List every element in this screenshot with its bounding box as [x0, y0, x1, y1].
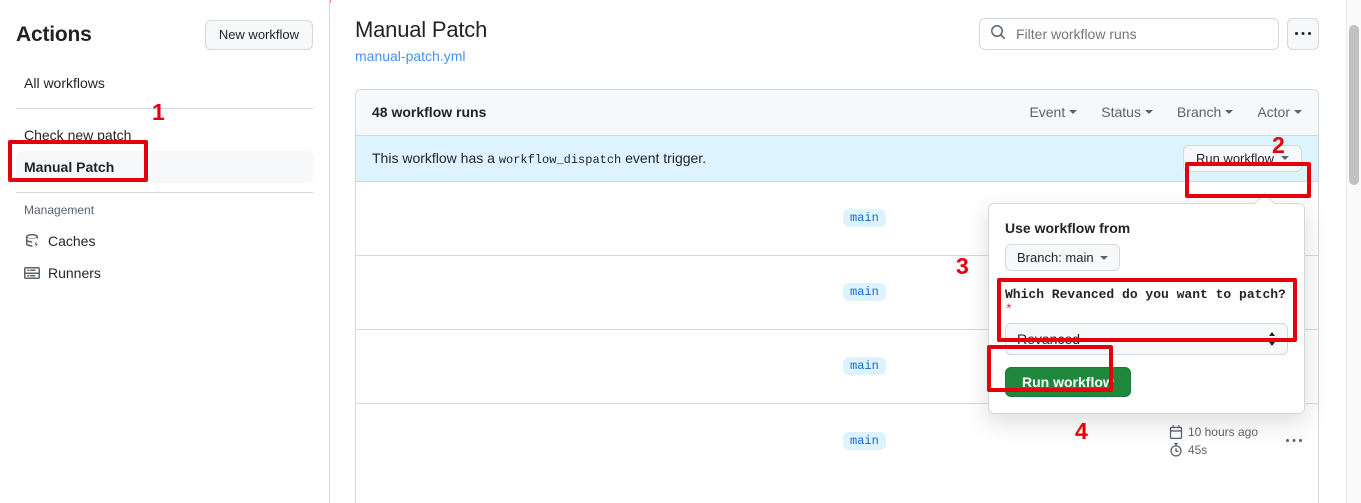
- filter-event[interactable]: Event: [1029, 104, 1078, 121]
- search-icon: [990, 24, 1006, 45]
- sidebar-section-management: Management: [24, 203, 95, 218]
- header-actions: [979, 18, 1319, 50]
- workflow-input-select[interactable]: Revanced: [1005, 323, 1288, 355]
- branch-badge[interactable]: main: [843, 209, 886, 228]
- workflow-input-select-wrap: Revanced: [1005, 323, 1288, 355]
- chevron-down-icon: [1069, 110, 1078, 115]
- calendar-icon: [1169, 424, 1183, 439]
- filter-actor-label: Actor: [1257, 104, 1290, 121]
- run-workflow-dropdown-panel: Use workflow from Branch: main Which Rev…: [988, 203, 1305, 414]
- sidebar-item-caches[interactable]: Caches: [16, 225, 313, 257]
- main-header: Manual Patch manual-patch.yml: [355, 16, 1319, 66]
- chevron-down-icon: [1144, 110, 1153, 115]
- branch-badge[interactable]: main: [843, 357, 886, 376]
- workflow-input-label: Which Revanced do you want to patch? *: [1005, 287, 1288, 317]
- sidebar-item-runners[interactable]: Runners: [16, 257, 313, 289]
- table-row[interactable]: main: [356, 256, 1318, 330]
- sidebar-item-label: All workflows: [24, 75, 105, 92]
- workflow-title: Manual Patch: [355, 17, 488, 42]
- sidebar-item-label: Manual Patch: [24, 159, 115, 176]
- sidebar-item-manual-patch[interactable]: Manual Patch: [8, 151, 313, 184]
- sidebar-item-check-new-patch[interactable]: Check new patch: [16, 119, 313, 151]
- run-duration-label: 45s: [1187, 442, 1208, 457]
- run-timestamp: 10 hours ago: [1169, 424, 1258, 439]
- chevron-down-icon: [1294, 110, 1302, 115]
- branch-select-button[interactable]: Branch: main: [1005, 244, 1120, 271]
- branch-select-label: Branch: main: [1017, 250, 1094, 265]
- dispatch-text-before: This workflow has a: [372, 149, 495, 166]
- sidebar-nav: All workflows Check new patch Manual Pat…: [8, 67, 313, 289]
- workflow-dispatch-banner: This workflow has a workflow_dispatch ev…: [356, 135, 1318, 182]
- sidebar-divider-2: [16, 192, 313, 194]
- stopwatch-icon: [1170, 442, 1182, 457]
- row-kebab-button[interactable]: [1286, 433, 1302, 449]
- workflow-input-label-text: Which Revanced do you want to patch?: [1005, 287, 1286, 302]
- filter-branch-label: Branch: [1176, 104, 1222, 121]
- filter-status-label: Status: [1101, 104, 1141, 121]
- run-timestamp-label: 10 hours ago: [1187, 424, 1258, 439]
- table-row[interactable]: main: [356, 182, 1318, 256]
- filter-event-label: Event: [1029, 104, 1066, 121]
- runs-filters: Event Status Branch Actor: [1029, 104, 1302, 120]
- workflow-runs-box: 48 workflow runs Event Status Branch: [355, 88, 1319, 503]
- chevron-down-icon: [1225, 110, 1234, 115]
- submit-run-workflow-button[interactable]: Run workflow: [1005, 367, 1131, 397]
- page-title: Actions: [16, 23, 92, 47]
- run-workflow-button-label: Run workflow: [1195, 150, 1274, 166]
- branch-badge[interactable]: main: [843, 431, 886, 450]
- runs-count-label: 48 workflow runs: [372, 104, 487, 121]
- workflow-title-block: Manual Patch manual-patch.yml: [355, 16, 487, 66]
- sidebar-item-label: Check new patch: [24, 127, 132, 144]
- run-meta: 10 hours ago 45s: [1169, 424, 1258, 457]
- sidebar-item-label: Runners: [48, 265, 101, 282]
- sidebar-divider-1: [16, 108, 313, 110]
- required-marker: *: [1005, 302, 1013, 317]
- cache-icon: [24, 233, 40, 249]
- main-content: Manual Patch manual-patch.yml 48 workflo…: [331, 0, 1343, 503]
- header-kebab-button[interactable]: [1287, 18, 1319, 50]
- filter-status[interactable]: Status: [1101, 104, 1153, 120]
- page-scrollbar-track[interactable]: [1346, 0, 1361, 503]
- new-workflow-button[interactable]: New workflow: [204, 20, 313, 51]
- search-box[interactable]: [979, 18, 1279, 50]
- chevron-down-icon: [1281, 156, 1289, 161]
- dispatch-banner-text: This workflow has a workflow_dispatch ev…: [372, 150, 706, 167]
- server-icon: [24, 265, 40, 281]
- filter-actor[interactable]: Actor: [1257, 104, 1302, 120]
- right-gutter: [1328, 0, 1346, 503]
- chevron-down-icon: [1099, 255, 1108, 260]
- kebab-horizontal-icon: [1295, 32, 1311, 35]
- branch-badge[interactable]: main: [843, 283, 886, 302]
- workflow-file-link[interactable]: manual-patch.yml: [355, 47, 466, 64]
- run-duration: 45s: [1169, 442, 1208, 457]
- actions-sidebar: Actions New workflow All workflows Check…: [0, 0, 330, 503]
- kebab-horizontal-icon: [1286, 438, 1302, 442]
- dispatch-text-after: event trigger.: [625, 149, 707, 166]
- page-scrollbar-thumb[interactable]: [1349, 25, 1359, 185]
- run-workflow-dropdown-button[interactable]: Run workflow: [1182, 144, 1302, 172]
- search-input[interactable]: [1014, 25, 1268, 43]
- table-row[interactable]: main 10 hours ago 45s: [356, 404, 1318, 478]
- dispatch-event-code: workflow_dispatch: [498, 152, 622, 167]
- use-workflow-from-label: Use workflow from: [1005, 220, 1131, 236]
- runs-header: 48 workflow runs Event Status Branch: [356, 89, 1318, 136]
- sidebar-item-label: Caches: [48, 233, 96, 250]
- sidebar-header: Actions New workflow: [16, 0, 313, 58]
- filter-branch[interactable]: Branch: [1176, 104, 1234, 121]
- sidebar-item-all-workflows[interactable]: All workflows: [16, 67, 313, 99]
